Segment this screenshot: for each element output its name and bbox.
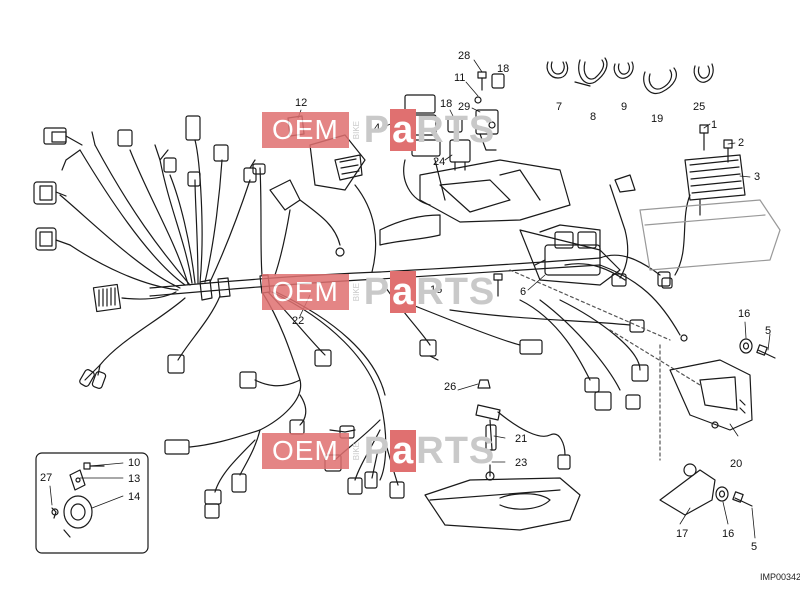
horn-bracket-13 [69, 469, 86, 491]
part-label-18-top: 18 [497, 63, 509, 75]
relay-box-6 [534, 231, 601, 276]
part-label-20: 20 [730, 458, 742, 470]
cable-clip-8 [574, 57, 608, 87]
sensor-21 [475, 404, 571, 470]
watermark-bottom: OEM BIKE PaRTS [262, 429, 495, 472]
watermark-parts-text: PaRTS [363, 270, 496, 313]
part-label-14: 14 [128, 491, 140, 503]
part-label-16-bottom: 16 [722, 528, 734, 540]
part-label-22: 22 [292, 315, 304, 327]
nut-26 [477, 379, 491, 389]
horn-14 [63, 495, 93, 538]
bracket-20 [669, 359, 753, 431]
part-label-19: 19 [651, 113, 663, 125]
watermark-parts-text: PaRTS [363, 429, 496, 472]
screw-2 [723, 139, 733, 163]
part-label-12: 12 [295, 97, 307, 109]
part-label-7: 7 [556, 101, 562, 113]
screw-1 [699, 124, 709, 151]
part-label-21: 21 [515, 433, 527, 445]
part-label-9: 9 [621, 101, 627, 113]
relay-24 [449, 139, 471, 171]
part-label-5-bottom: 5 [751, 541, 757, 553]
part-label-29: 29 [458, 101, 470, 113]
part-label-25: 25 [693, 101, 705, 113]
screw-5-top [756, 344, 776, 359]
screw-27 [51, 507, 59, 519]
left-wire-branches [33, 115, 257, 389]
part-label-15: 15 [430, 284, 442, 296]
part-label-6: 6 [520, 286, 526, 298]
part-label-27: 27 [40, 472, 52, 484]
part-label-16-top: 16 [738, 308, 750, 320]
washer-16-bottom [715, 486, 729, 502]
relay-holder-29 [475, 109, 499, 151]
diagram-code: IMP00342 [760, 572, 800, 582]
screw-5-bottom [732, 491, 753, 507]
connector-block-top [309, 134, 377, 273]
cable-clip-25 [693, 63, 714, 83]
watermark-top: OEM BIKE PaRTS [262, 108, 495, 151]
watermark-middle: OEM BIKE PaRTS [262, 270, 495, 313]
part-label-5-top: 5 [765, 325, 771, 337]
watermark-bike-text: BIKE [351, 120, 361, 140]
fuse-18-top [491, 73, 505, 89]
cylinder-head-23 [424, 464, 581, 531]
frame-connector-right [609, 174, 636, 287]
leader-lines [509, 269, 701, 461]
part-label-26: 26 [444, 381, 456, 393]
regulator-mount-plate [639, 199, 781, 271]
cable-clip-7 [546, 61, 569, 79]
upper-center-connectors [252, 163, 345, 276]
part-label-23: 23 [515, 457, 527, 469]
nut-11 [474, 96, 482, 104]
part-label-24: 24 [433, 156, 445, 168]
part-label-13: 13 [128, 473, 140, 485]
part-label-17: 17 [676, 528, 688, 540]
part-label-1: 1 [711, 119, 717, 131]
fuse-18-mid [447, 117, 463, 133]
part-number-labels: 28 18 11 12 18 29 4 24 7 8 9 19 25 1 2 3… [40, 50, 771, 553]
part-label-8: 8 [590, 111, 596, 123]
watermark-oem-box: OEM [262, 274, 349, 310]
watermark-bike-text: BIKE [351, 441, 361, 461]
bracket-17 [659, 463, 716, 516]
part-label-3: 3 [754, 171, 760, 183]
center-lower-branches [164, 291, 405, 519]
horn-inset-frame [35, 452, 149, 554]
watermark-oem-box: OEM [262, 433, 349, 469]
part-label-28: 28 [458, 50, 470, 62]
screw-28 [477, 71, 487, 91]
washer-16-top [739, 338, 753, 354]
cable-clip-19 [643, 67, 677, 94]
watermark-bike-text: BIKE [351, 282, 361, 302]
watermark-parts-text: PaRTS [363, 108, 496, 151]
cable-clip-9 [613, 61, 634, 79]
center-frame-bracket [379, 159, 621, 286]
part-label-4: 4 [374, 122, 380, 134]
part-label-18-mid: 18 [440, 98, 452, 110]
screw-15 [493, 273, 503, 297]
right-wire-branches [379, 254, 688, 411]
part-label-11: 11 [454, 72, 465, 84]
part-label-2: 2 [738, 137, 744, 149]
part-label-10: 10 [128, 457, 140, 469]
watermark-oem-box: OEM [262, 112, 349, 148]
